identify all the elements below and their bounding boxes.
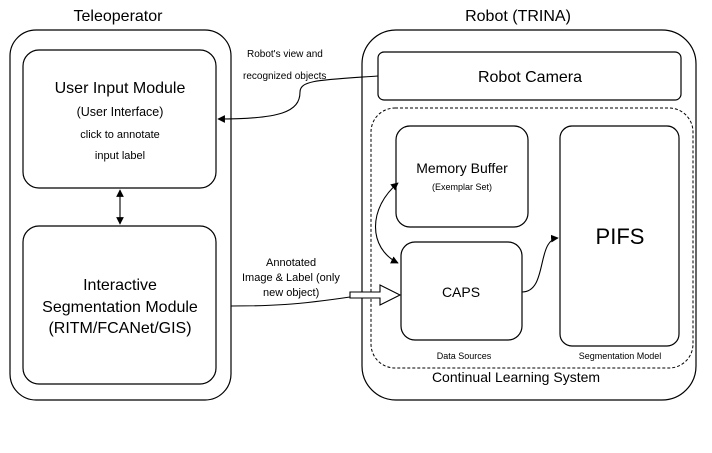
user-input-module-line3: click to annotate xyxy=(80,129,160,141)
robot-view-arrow xyxy=(217,75,379,123)
segmentation-module-line3: (RITM/FCANet/GIS) xyxy=(48,320,191,337)
user-input-module xyxy=(22,49,217,189)
teleoperator-title: Teleoperator xyxy=(74,8,164,25)
memory-buffer-subtitle: (Exemplar Set) xyxy=(432,182,492,192)
segmentation-module-line2: Segmentation Module xyxy=(42,299,198,316)
caps-to-pifs-arrow xyxy=(521,234,559,293)
annotated-label-2: Image & Label (only xyxy=(242,272,340,284)
robot-view-label-1: Robot's view and xyxy=(247,49,323,60)
annotated-label-1: Annotated xyxy=(266,257,316,269)
annotated-label-3: new object) xyxy=(263,287,319,299)
robot-view-label-2: recognized objects xyxy=(243,71,326,82)
user-input-module-title: User Input Module xyxy=(55,80,186,97)
continual-learning-system-label: Continual Learning System xyxy=(432,369,600,385)
user-input-module-subtitle: (User Interface) xyxy=(77,105,164,119)
caps-box xyxy=(400,241,523,341)
pifs-label: PIFS xyxy=(596,224,645,249)
robot-camera-label: Robot Camera xyxy=(478,69,582,86)
memory-buffer-box xyxy=(395,125,529,228)
user-input-module-line4: input label xyxy=(95,150,145,162)
data-sources-label: Data Sources xyxy=(437,351,492,361)
pifs-box xyxy=(559,125,680,347)
memory-buffer-title: Memory Buffer xyxy=(416,160,508,176)
segmentation-module-line1: Interactive xyxy=(83,277,157,294)
robot-title: Robot (TRINA) xyxy=(465,8,571,25)
memory-caps-bidirectional-arrow xyxy=(375,182,399,264)
segmentation-model-label: Segmentation Model xyxy=(579,351,662,361)
continual-learning-system-box xyxy=(370,107,694,369)
segmentation-to-caps-connector xyxy=(230,296,351,307)
annotated-block-arrow xyxy=(349,284,402,306)
segmentation-module xyxy=(22,225,217,385)
caps-label: CAPS xyxy=(442,284,480,300)
